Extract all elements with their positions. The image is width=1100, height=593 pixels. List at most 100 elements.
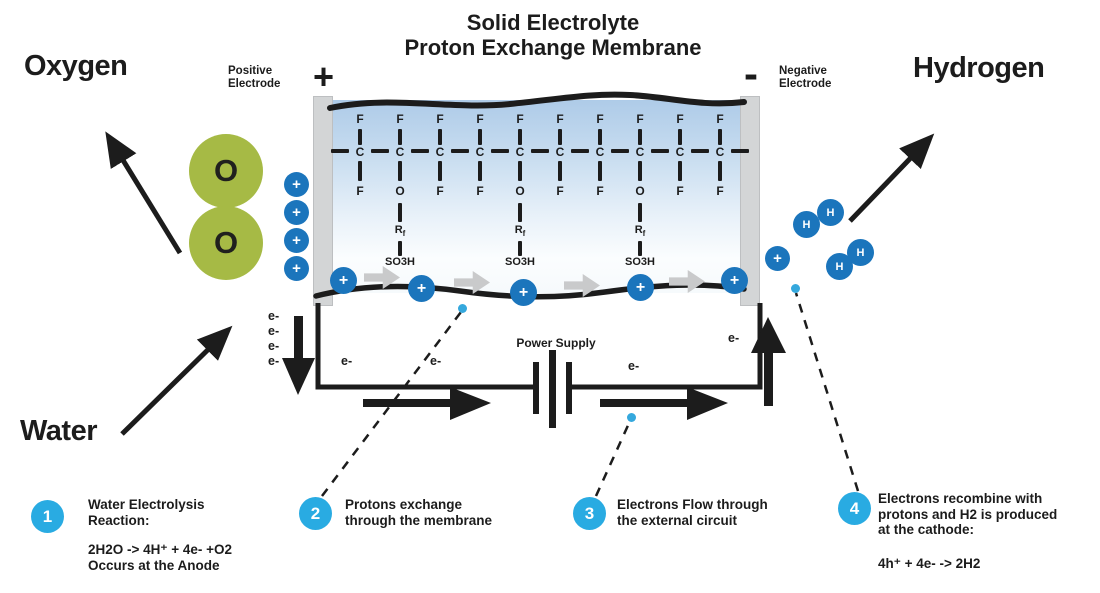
step3-leader-line: [594, 420, 632, 497]
chain-bottom-atom: F: [716, 184, 724, 198]
power-supply-symbol: [533, 350, 572, 428]
bond-vertical: [358, 161, 362, 181]
chain-bottom-atom: F: [556, 184, 564, 198]
chain-top-atom: F: [676, 112, 684, 126]
rf-group-label: Rf: [634, 224, 646, 239]
chain-carbon-atom: C: [715, 145, 725, 159]
step-3-badge: 3: [573, 497, 606, 530]
minus-sign: -: [744, 50, 758, 97]
bond-vertical: [478, 161, 482, 181]
water-label: Water: [20, 415, 98, 447]
bond-vertical: [718, 129, 722, 145]
title-line-1: Solid Electrolyte: [466, 10, 640, 35]
electron-label: e-: [341, 354, 353, 368]
bond-horizontal: [731, 149, 749, 153]
bond-vertical: [638, 203, 642, 222]
bond-vertical: [398, 129, 402, 145]
step-4-formula: 4h⁺ + 4e- -> 2H2: [878, 556, 981, 571]
positive-electrode-bar: [313, 96, 333, 306]
bond-vertical: [518, 241, 522, 256]
hydrogen-label: Hydrogen: [913, 52, 1045, 84]
leader-dot: [790, 283, 800, 293]
bond-horizontal: [331, 149, 349, 153]
step-2-text: Protons exchange through the membrane: [345, 497, 493, 528]
electron-label: e-: [430, 354, 442, 368]
step-3-text: Electrons Flow through the external circ…: [617, 497, 768, 528]
leader-dot: [626, 412, 636, 422]
bond-vertical: [718, 161, 722, 181]
proton-circle: +: [627, 274, 654, 301]
chain-bottom-atom: F: [436, 184, 444, 198]
negative-electrode-bar: [740, 96, 760, 306]
chain-bottom-atom: F: [356, 184, 364, 198]
so3h-group-label: SO3H: [385, 256, 415, 268]
chain-carbon-atom: C: [355, 145, 365, 159]
electron-label: e-: [628, 359, 640, 373]
oxygen-arrow: [105, 131, 183, 255]
so3h-group-label: SO3H: [625, 256, 655, 268]
bond-vertical: [558, 129, 562, 145]
leader-dot: [457, 303, 467, 313]
step-1-formula: 2H2O -> 4H⁺ + 4e- +O2 Occurs at the Anod…: [88, 542, 233, 573]
chain-carbon-atom: C: [675, 145, 685, 159]
negative-electrode-label: Negative Electrode: [779, 65, 832, 90]
water-arrow: [120, 325, 233, 436]
chain-top-atom: F: [396, 112, 404, 126]
chain-bottom-atom: F: [676, 184, 684, 198]
bond-horizontal: [371, 149, 389, 153]
bond-vertical: [558, 161, 562, 181]
bond-vertical: [678, 129, 682, 145]
bond-vertical: [598, 161, 602, 181]
hydrogen-arrow: [848, 133, 935, 223]
oxygen-atom-2: O: [189, 206, 263, 280]
positive-electrode-label: Positive Electrode: [228, 65, 281, 90]
proton-circle: +: [284, 172, 309, 197]
membrane-top-wave: [327, 91, 747, 111]
electron-down-arrow: [282, 316, 315, 395]
bond-horizontal: [411, 149, 429, 153]
bond-vertical: [438, 161, 442, 181]
chain-top-atom: F: [556, 112, 564, 126]
bond-horizontal: [451, 149, 469, 153]
chain-top-atom: F: [716, 112, 724, 126]
step-4-badge: 4: [838, 492, 871, 525]
bond-vertical: [478, 129, 482, 145]
hydrogen-atom-circle: H: [847, 239, 874, 266]
step-2-badge: 2: [299, 497, 332, 530]
hydrogen-atom-circle: H: [793, 211, 820, 238]
chain-carbon-atom: C: [435, 145, 445, 159]
bond-vertical: [518, 203, 522, 222]
bond-vertical: [638, 241, 642, 256]
bond-vertical: [678, 161, 682, 181]
bond-horizontal: [531, 149, 549, 153]
chain-carbon-atom: C: [515, 145, 525, 159]
electron-label: e-: [728, 331, 740, 345]
electron-up-arrow: [751, 317, 786, 406]
oxygen-atom-1: O: [189, 134, 263, 208]
bond-vertical: [518, 161, 522, 181]
bond-vertical: [518, 129, 522, 145]
proton-circle: +: [284, 256, 309, 281]
chain-carbon-atom: C: [555, 145, 565, 159]
bond-horizontal: [691, 149, 709, 153]
chain-top-atom: F: [516, 112, 524, 126]
bond-horizontal: [491, 149, 509, 153]
chain-top-atom: F: [356, 112, 364, 126]
rf-group-label: Rf: [514, 224, 526, 239]
chain-bottom-atom: O: [515, 184, 525, 198]
bond-horizontal: [611, 149, 629, 153]
proton-circle: +: [330, 267, 357, 294]
diagram-title: Solid Electrolyte Proton Exchange Membra…: [350, 10, 756, 60]
electron-label: e-: [268, 339, 280, 353]
hydrogen-atom-circle: H: [817, 199, 844, 226]
chain-bottom-atom: F: [596, 184, 604, 198]
title-line-2: Proton Exchange Membrane: [404, 35, 702, 60]
proton-circle: +: [721, 267, 748, 294]
electron-label: e-: [268, 309, 280, 323]
chain-carbon-atom: C: [395, 145, 405, 159]
proton-circle: +: [765, 246, 790, 271]
bond-horizontal: [571, 149, 589, 153]
proton-circle: +: [284, 228, 309, 253]
proton-circle: +: [408, 275, 435, 302]
